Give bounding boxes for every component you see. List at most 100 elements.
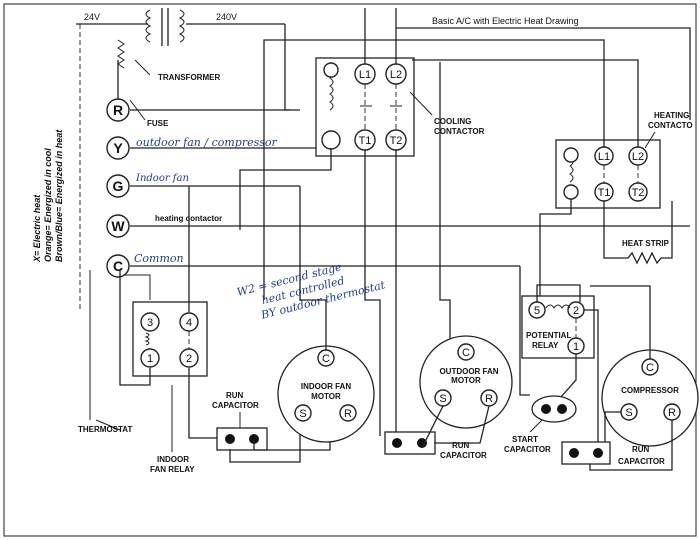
outdoor-fan-motor-label-2: MOTOR (451, 376, 481, 385)
heating-contactor: L1 L2 T1 T2 HEATING CONTACTO (555, 111, 693, 209)
cooling-t2-label: T2 (390, 135, 403, 147)
indoor-fan-motor-label-1: INDOOR FAN (301, 382, 351, 391)
indoor-run-cap-box (216, 427, 268, 451)
compressor-run-cap-terminal-2 (593, 448, 603, 458)
start-cap-leader (529, 419, 543, 433)
coil-y-return (239, 148, 332, 230)
relay-terminal-3-label: 3 (147, 317, 153, 329)
transformer-label: TRANSFORMER (158, 73, 220, 82)
cooling-contactor-label-2: CONTACTOR (434, 127, 485, 136)
outdoor-run-cap-label-1: RUN (452, 441, 470, 450)
transformer-high-voltage: 240V (216, 12, 237, 22)
potential-relay-terminal-5-label: 5 (534, 305, 540, 317)
l2-bus-right (396, 27, 691, 120)
indoor-motor-r (339, 404, 357, 422)
start-capacitor: START CAPACITOR (504, 395, 577, 454)
transformer-primary-coil (178, 9, 185, 43)
t1-drop (364, 150, 381, 436)
potential-relay-label-2: RELAY (532, 341, 559, 350)
relay-common-return (119, 270, 151, 386)
heat-strip: HEAT STRIP (603, 201, 673, 265)
primary-feed (284, 24, 300, 111)
heating-coil-top (563, 147, 579, 163)
heating-contactor-label-2: CONTACTO (648, 121, 693, 130)
indoor-run-cap-terminal-1 (225, 434, 235, 444)
compressor-run-cap-box (561, 441, 611, 465)
heating-t2-label: T2 (632, 187, 645, 199)
compressor-s-label: S (625, 407, 632, 419)
start-cap-label-1: START (512, 435, 538, 444)
terminal-y-label: Y (113, 140, 123, 156)
transformer-leader (134, 59, 151, 76)
start-cap-terminal-2 (557, 404, 567, 414)
indoor-motor-s (294, 404, 312, 422)
heating-t1-label: T1 (598, 187, 611, 199)
outdoor-cap-to-motor-r (434, 405, 490, 444)
terminal-c-label: C (113, 258, 123, 274)
cooling-contactor-label-1: COOLING (434, 117, 471, 126)
terminal-g-note: Indoor fan (135, 173, 189, 184)
outdoor-run-capacitor: RUN CAPACITOR (384, 405, 490, 460)
indoor-run-capacitor: RUN CAPACITOR (212, 391, 346, 463)
relay-feed-3 (125, 274, 151, 300)
heat-strip-element (603, 201, 673, 265)
cooling-coil-bottom (321, 130, 341, 150)
compressor-r-to-cap (589, 420, 673, 471)
indoor-fan-relay-label-1: INDOOR (157, 455, 189, 464)
compressor-run-capacitor: RUN CAPACITOR (561, 441, 665, 466)
compressor-r-label: R (668, 407, 676, 419)
outdoor-cap-to-motor-s (421, 405, 444, 449)
compressor-c-label: C (646, 362, 654, 374)
compressor-run-cap-terminal-1 (569, 448, 579, 458)
indoor-motor-r-label: R (344, 408, 352, 420)
line-voltage-wiring (239, 8, 691, 436)
start-cap-label-2: CAPACITOR (504, 445, 551, 454)
terminal-r (106, 98, 130, 122)
outdoor-fan-feed (439, 62, 451, 345)
terminal-g-label: G (113, 178, 124, 194)
indoor-run-cap-label-2: CAPACITOR (212, 401, 259, 410)
legend-cool: Orange= Energized in cool (43, 148, 53, 262)
relay-terminal-2-label: 2 (186, 353, 192, 365)
start-cap-body (531, 395, 577, 423)
relay-terminal-1-label: 1 (147, 353, 153, 365)
compressor: C S R COMPRESSOR (589, 285, 699, 471)
terminal-g (106, 174, 130, 198)
terminal-w (106, 214, 130, 238)
cooling-contactor-leader (409, 91, 433, 116)
indoor-motor-c-label: C (322, 353, 330, 365)
heat-coil-return (539, 199, 572, 296)
outdoor-fan-motor-label-1: OUTDOOR FAN (439, 367, 498, 376)
indoor-fan-motor-label-2: MOTOR (311, 392, 341, 401)
transformer-secondary-coil (145, 9, 152, 43)
thermostat-label: THERMOSTAT (78, 425, 132, 434)
potential-relay-to-start-cap (559, 354, 577, 399)
outdoor-run-cap-terminal-2 (417, 438, 427, 448)
potential-relay-terminal-1-label: 1 (573, 341, 579, 353)
outdoor-motor-s-label: S (439, 393, 446, 405)
indoor-motor-c-feed (299, 186, 327, 350)
legend-electric-heat: X= Electric heat (32, 194, 42, 263)
compressor-c-feed (590, 285, 651, 359)
compressor-run-cap-label-1: RUN (632, 445, 650, 454)
heating-coil-bottom (563, 184, 579, 200)
potential-relay-coil (545, 304, 571, 309)
terminal-r-label: R (113, 102, 123, 118)
relay-terminal-4-label: 4 (186, 317, 192, 329)
outdoor-fan-motor: C S R OUTDOOR FAN MOTOR (419, 335, 513, 429)
cooling-coil-top (323, 62, 339, 78)
start-cap-terminal-1 (541, 404, 551, 414)
terminal-y-note: outdoor fan / compressor (136, 136, 278, 149)
compressor-s-to-cap (604, 411, 621, 450)
compressor-label: COMPRESSOR (621, 386, 679, 395)
diagram-title: Basic A/C with Electric Heat Drawing (432, 16, 579, 26)
handwritten-note: W2 = second stage heat controlled BY out… (236, 260, 387, 322)
compressor-run-cap-label-2: CAPACITOR (618, 457, 665, 466)
outdoor-run-cap-terminal-1 (392, 438, 402, 448)
l1-bus-left (263, 39, 365, 300)
cooling-l1-label: L1 (359, 69, 371, 81)
potential-relay-terminal-2-label: 2 (573, 305, 579, 317)
fuse-label: FUSE (147, 119, 169, 128)
